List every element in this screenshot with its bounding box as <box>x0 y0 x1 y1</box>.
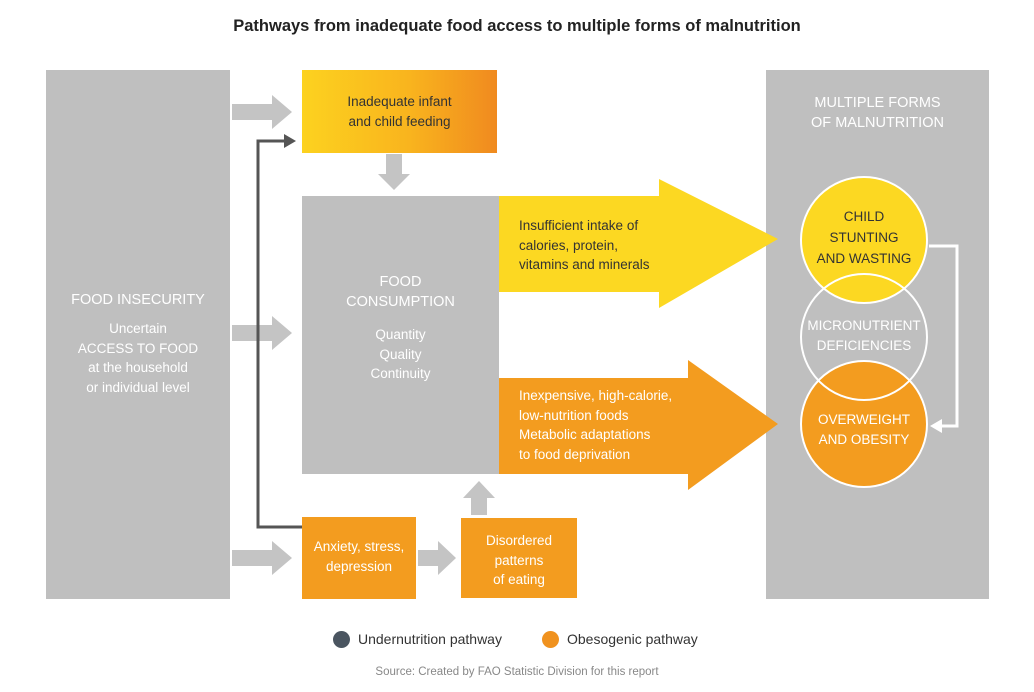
orange-arrow-line: low-nutrition foods <box>519 407 629 423</box>
disordered-line: patterns <box>494 552 544 568</box>
stunting-circle <box>801 177 927 303</box>
legend-obesogenic: Obesogenic pathway <box>542 630 698 648</box>
undernutrition-pathway-line <box>256 139 302 529</box>
infant-feeding-line: Inadequate infant <box>347 94 452 109</box>
food-consumption-box <box>302 196 499 474</box>
malnutrition-heading: MULTIPLE FORMS OF MALNUTRITION <box>766 93 989 133</box>
orange-arrow-line: Inexpensive, high-calorie, <box>519 388 673 403</box>
arrow-to-anxiety <box>232 541 292 575</box>
micronutrient-circle <box>800 273 928 401</box>
malnutrition-heading-line: MULTIPLE FORMS <box>814 95 941 111</box>
overweight-line: AND OBESITY <box>818 431 910 447</box>
food-consumption-heading: FOOD CONSUMPTION <box>302 272 499 312</box>
food-insecurity-box <box>46 70 230 599</box>
food-consumption-heading-line: CONSUMPTION <box>346 294 455 310</box>
food-insecurity-line: at the household <box>88 360 188 375</box>
orange-arrow-line: Metabolic adaptations <box>519 427 651 442</box>
food-consumption-heading-line: FOOD <box>379 274 422 290</box>
yellow-arrow-text: Insufficient intake of calories, protein… <box>519 216 719 275</box>
food-insecurity-line: or individual level <box>86 379 190 395</box>
disordered-text: Disordered patterns of eating <box>461 531 577 590</box>
micronutrient-line: MICRONUTRIENT <box>807 318 921 333</box>
infant-feeding-text: Inadequate infant and child feeding <box>302 92 497 131</box>
undernutrition-pathway-arrowhead <box>284 134 296 148</box>
arrow-disordered-up <box>463 481 495 515</box>
stunting-text: CHILD STUNTING AND WASTING <box>801 206 927 269</box>
overweight-text: OVERWEIGHT AND OBESITY <box>801 410 927 449</box>
food-consumption-text: Quantity Quality Continuity <box>302 325 499 384</box>
anxiety-box <box>302 517 416 599</box>
stunting-circle-outline <box>800 176 928 304</box>
orange-pathway-arrow <box>499 360 778 490</box>
source-note: Source: Created by FAO Statistic Divisio… <box>375 666 659 678</box>
micronutrient-line: DEFICIENCIES <box>816 337 912 353</box>
anxiety-line: Anxiety, stress, <box>313 539 405 554</box>
yellow-arrow-line: vitamins and minerals <box>519 257 650 272</box>
arrow-anxiety-to-disordered <box>418 541 456 575</box>
food-consumption-line: Quantity <box>375 327 426 342</box>
anxiety-line: depression <box>325 558 393 574</box>
legend-label: Obesogenic pathway <box>567 631 698 647</box>
arrow-infant-down <box>378 154 410 190</box>
yellow-arrow-line: Insufficient intake of <box>519 218 639 233</box>
disordered-box <box>461 518 577 598</box>
food-insecurity-heading: FOOD INSECURITY <box>71 292 205 308</box>
malnutrition-box <box>766 70 989 599</box>
undernutrition-dot-icon <box>333 630 350 648</box>
food-insecurity-line: ACCESS TO FOOD <box>77 340 199 356</box>
disordered-line: of eating <box>493 572 545 587</box>
yellow-arrow-line: calories, protein, <box>519 237 619 253</box>
legend-label: Undernutrition pathway <box>358 631 502 647</box>
overweight-line: OVERWEIGHT <box>817 412 910 427</box>
diagram-title: Pathways from inadequate food access to … <box>233 17 801 35</box>
overweight-circle-outline <box>800 360 928 488</box>
stunting-to-obesity-arrowhead <box>930 419 942 433</box>
malnutrition-heading-line: OF MALNUTRITION <box>811 115 944 131</box>
stunting-line: AND WASTING <box>816 251 912 266</box>
infant-feeding-line: and child feeding <box>348 113 451 129</box>
arrow-to-infant-feeding <box>232 95 292 129</box>
stunting-to-obesity-connector <box>929 244 959 428</box>
disordered-line: Disordered <box>485 533 553 548</box>
food-consumption-line: Continuity <box>370 366 431 381</box>
obesogenic-dot-icon <box>542 630 559 648</box>
yellow-pathway-arrow <box>499 179 778 308</box>
food-insecurity-line: Uncertain <box>109 321 167 336</box>
stunting-line: CHILD <box>843 209 885 224</box>
arrow-to-food-consumption <box>232 316 292 350</box>
legend-undernutrition: Undernutrition pathway <box>333 630 502 648</box>
orange-arrow-text: Inexpensive, high-calorie, low-nutrition… <box>519 386 719 464</box>
micronutrient-text: MICRONUTRIENT DEFICIENCIES <box>796 316 932 355</box>
food-consumption-line: Quality <box>379 346 422 362</box>
orange-arrow-line: to food deprivation <box>519 446 631 462</box>
infant-feeding-box <box>302 70 497 153</box>
stunting-line: STUNTING <box>829 230 899 245</box>
anxiety-text: Anxiety, stress, depression <box>302 537 416 576</box>
food-insecurity-text: Uncertain ACCESS TO FOOD at the househol… <box>46 319 230 397</box>
